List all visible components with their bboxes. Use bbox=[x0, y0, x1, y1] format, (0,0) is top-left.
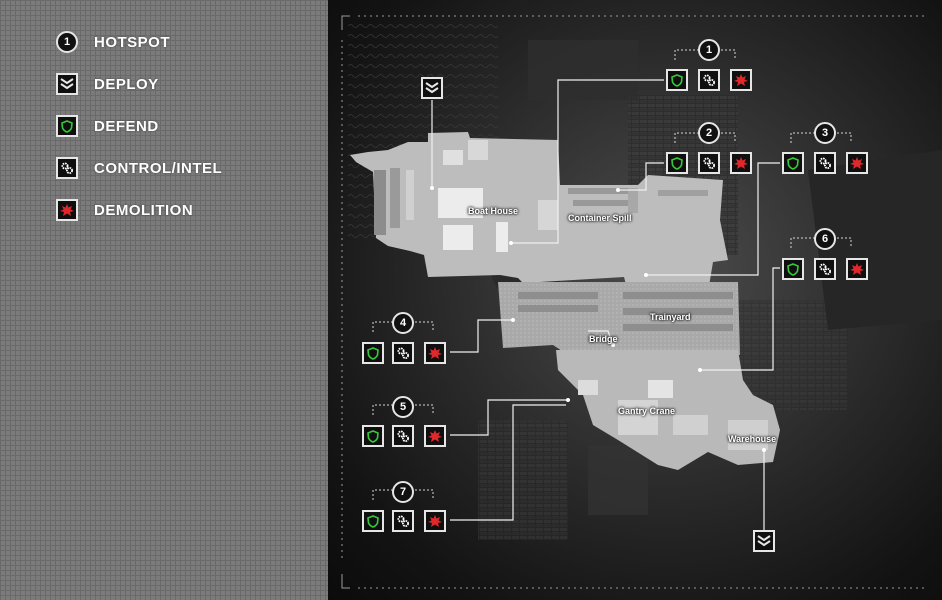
legend-label-control: CONTROL/INTEL bbox=[94, 159, 223, 177]
legend-label-demolition: DEMOLITION bbox=[94, 201, 194, 219]
legend-item-deploy: DEPLOY bbox=[56, 71, 159, 97]
demolition-icon bbox=[846, 152, 868, 174]
map-area: Boat House Container Spill Trainyard Bri… bbox=[328, 0, 942, 600]
legend-item-demolition: DEMOLITION bbox=[56, 197, 193, 223]
map-frame bbox=[341, 15, 928, 589]
area-label-trainyard: Trainyard bbox=[650, 312, 691, 322]
defend-icon bbox=[782, 152, 804, 174]
dock-block bbox=[588, 445, 648, 515]
hotspot-number-icon: 4 bbox=[392, 312, 414, 334]
container-stack bbox=[478, 420, 568, 540]
demolition-icon bbox=[424, 510, 446, 532]
demolition-icon bbox=[56, 199, 78, 221]
control-icon bbox=[698, 69, 720, 91]
control-icon bbox=[698, 152, 720, 174]
defend-icon bbox=[56, 115, 78, 137]
dock-block bbox=[528, 40, 638, 100]
defend-icon bbox=[666, 152, 688, 174]
control-icon bbox=[392, 425, 414, 447]
hotspot-number-icon: 3 bbox=[814, 122, 836, 144]
area-label-warehouse: Warehouse bbox=[728, 434, 777, 444]
defend-icon bbox=[362, 425, 384, 447]
deploy-icon bbox=[56, 73, 78, 95]
legend-label-hotspot: HOTSPOT bbox=[94, 33, 171, 51]
hotspot-number-icon: 1 bbox=[698, 39, 720, 61]
area-label-container-spill: Container Spill bbox=[568, 213, 632, 223]
area-label-boat-house: Boat House bbox=[468, 206, 519, 216]
demolition-icon bbox=[424, 425, 446, 447]
control-icon bbox=[814, 152, 836, 174]
defend-icon bbox=[782, 258, 804, 280]
map-terrain bbox=[341, 15, 942, 589]
legend-panel: 1 HOTSPOT DEPLOY DEFEND CONTROL/INTEL DE… bbox=[0, 0, 328, 600]
objective-markers bbox=[430, 186, 766, 452]
legend-item-defend: DEFEND bbox=[56, 113, 159, 139]
area-label-bridge: Bridge bbox=[589, 334, 618, 344]
demolition-icon bbox=[730, 69, 752, 91]
control-icon bbox=[392, 342, 414, 364]
demolition-icon bbox=[846, 258, 868, 280]
deploy-icon bbox=[421, 77, 443, 99]
dock-block bbox=[808, 150, 942, 330]
legend-label-deploy: DEPLOY bbox=[94, 75, 159, 93]
hotspot-number-icon: 6 bbox=[814, 228, 836, 250]
playable-area bbox=[350, 132, 780, 470]
control-icon bbox=[392, 510, 414, 532]
hotspot-number-icon: 7 bbox=[392, 481, 414, 503]
control-icon bbox=[814, 258, 836, 280]
control-icon bbox=[56, 157, 78, 179]
hotspot-number-icon: 2 bbox=[698, 122, 720, 144]
legend-label-defend: DEFEND bbox=[94, 117, 159, 135]
defend-icon bbox=[666, 69, 688, 91]
hotspot-number-icon: 5 bbox=[392, 396, 414, 418]
legend-item-hotspot: 1 HOTSPOT bbox=[56, 29, 170, 55]
legend-item-control: CONTROL/INTEL bbox=[56, 155, 222, 181]
area-label-gantry-crane: Gantry Crane bbox=[618, 406, 676, 416]
demolition-icon bbox=[730, 152, 752, 174]
hotspot-number-icon: 1 bbox=[56, 31, 78, 53]
deploy-icon bbox=[753, 530, 775, 552]
demolition-icon bbox=[424, 342, 446, 364]
defend-icon bbox=[362, 510, 384, 532]
hotspot-leader-lines bbox=[431, 79, 780, 530]
defend-icon bbox=[362, 342, 384, 364]
